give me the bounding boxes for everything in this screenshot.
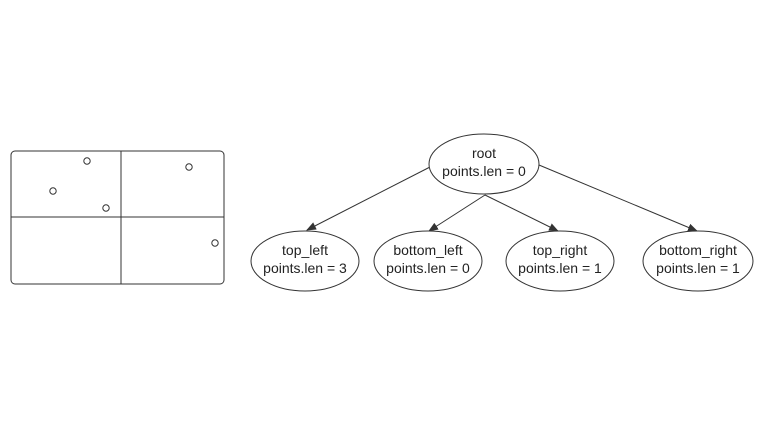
point-marker bbox=[185, 163, 193, 171]
node-name: root bbox=[472, 145, 496, 161]
node-ellipse bbox=[642, 230, 754, 292]
node-name: top_left bbox=[282, 242, 328, 258]
point-marker bbox=[102, 204, 110, 212]
tree-node-top-right: top_right points.len = 1 bbox=[505, 230, 615, 292]
edge-root-bottom-right bbox=[538, 164, 698, 232]
point-marker bbox=[83, 157, 91, 165]
node-points-label: points.len = 0 bbox=[386, 260, 470, 276]
node-name: bottom_left bbox=[393, 242, 462, 258]
node-ellipse bbox=[428, 133, 540, 195]
node-ellipse bbox=[505, 230, 615, 292]
tree-node-root: root points.len = 0 bbox=[428, 133, 540, 195]
tree-edges bbox=[306, 164, 698, 232]
edge-root-top-left bbox=[306, 166, 431, 231]
point-marker bbox=[49, 187, 57, 195]
node-points-label: points.len = 1 bbox=[656, 260, 740, 276]
node-points-label: points.len = 3 bbox=[263, 260, 347, 276]
tree-node-bottom-right: bottom_right points.len = 1 bbox=[642, 230, 754, 292]
quadrant-box bbox=[10, 150, 225, 285]
edge-root-bottom-left bbox=[428, 194, 486, 232]
node-points-label: points.len = 0 bbox=[442, 163, 526, 179]
node-name: bottom_right bbox=[659, 242, 737, 258]
node-ellipse bbox=[250, 230, 360, 292]
node-ellipse bbox=[373, 230, 483, 292]
node-points-label: points.len = 1 bbox=[518, 260, 602, 276]
tree-node-bottom-left: bottom_left points.len = 0 bbox=[373, 230, 483, 292]
point-marker bbox=[211, 239, 219, 247]
tree-node-top-left: top_left points.len = 3 bbox=[250, 230, 360, 292]
edge-root-top-right bbox=[484, 194, 559, 232]
node-name: top_right bbox=[533, 242, 588, 258]
